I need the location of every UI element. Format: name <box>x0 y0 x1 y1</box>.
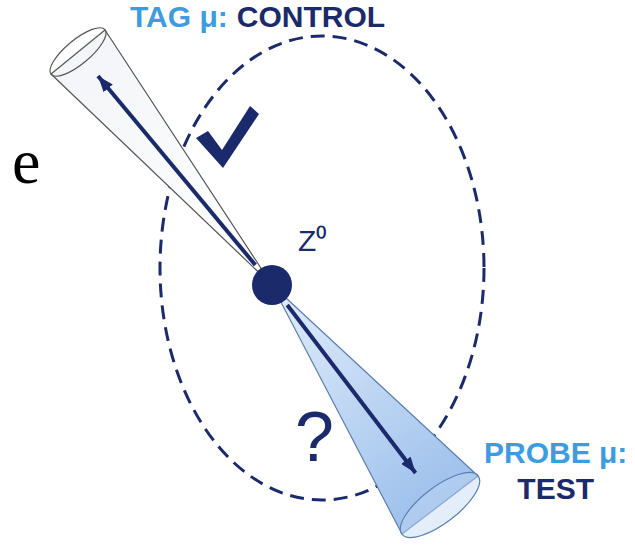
text-holder: ? <box>295 402 334 472</box>
momentum-arrow <box>98 76 255 265</box>
muon-purpose: CONTROL <box>237 2 385 32</box>
check-mark <box>196 106 259 168</box>
text-holder: CONTROL <box>237 2 385 32</box>
cone-face <box>391 462 489 546</box>
node-outline <box>252 265 292 305</box>
particle-label: Z⁰ <box>298 226 327 256</box>
question-mark: ? <box>295 402 334 472</box>
node-outline <box>50 28 106 76</box>
cut-off-letter: e <box>12 130 40 194</box>
tag-cone-end: TAG μ:CONTROL <box>50 28 106 76</box>
text-holder: Z⁰ <box>298 226 327 256</box>
text-holder: TEST <box>517 474 594 504</box>
muon-role: TAG μ: <box>130 2 228 32</box>
text-holder: TAG μ: <box>130 2 228 32</box>
momentum-arrow <box>287 305 415 473</box>
dot-shape <box>252 265 292 305</box>
probe-cone-end: PROBE μ:TEST <box>400 473 480 537</box>
tag-cone <box>51 30 272 285</box>
text-holder: e <box>12 130 40 194</box>
dashed-circle <box>160 36 484 500</box>
muon-role: PROBE μ: <box>484 438 627 468</box>
cone-face <box>43 20 112 83</box>
text-holder: PROBE μ: <box>484 438 627 468</box>
muon-purpose: TEST <box>517 474 594 504</box>
z-boson-dot: Z⁰ <box>252 265 292 305</box>
node-outline <box>400 473 480 537</box>
